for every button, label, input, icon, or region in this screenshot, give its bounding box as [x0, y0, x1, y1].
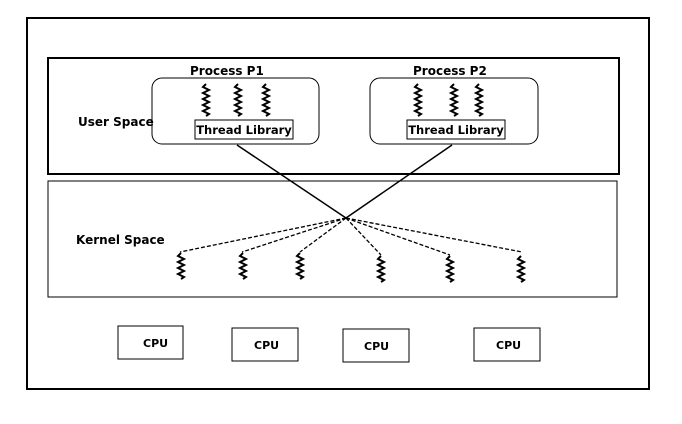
process-p2-box	[369, 77, 539, 145]
thread-library-label: Thread Library	[196, 123, 292, 137]
kernel-thread-icon	[444, 255, 456, 283]
kernel-link	[345, 217, 451, 256]
kernel-link	[241, 217, 347, 253]
mapping-line-p2	[345, 144, 453, 219]
cpu-4: CPU	[473, 327, 541, 362]
process-p1: Process P1 Thread Library	[151, 64, 320, 145]
thread-library-label: Thread Library	[408, 123, 504, 137]
cpu-label: CPU	[254, 339, 279, 352]
cpu-2: CPU	[231, 327, 299, 362]
thread-library-box	[406, 119, 506, 140]
user-thread-icon	[232, 83, 244, 117]
user-space-region	[47, 57, 620, 175]
process-p2-label: Process P2	[413, 64, 487, 78]
cpu-box	[473, 327, 541, 362]
user-thread-icon	[473, 83, 485, 117]
cpu-1: CPU	[117, 325, 184, 360]
kernel-thread-icon	[515, 255, 527, 283]
cpu-box	[117, 325, 184, 360]
cpu-box	[342, 328, 410, 363]
user-thread-icon	[412, 83, 424, 117]
cpu-label: CPU	[496, 339, 521, 352]
process-p2: Process P2 Thread Library	[369, 64, 539, 145]
user-thread-icon	[260, 83, 272, 117]
cpu-box	[231, 327, 299, 362]
cpu-label: CPU	[143, 337, 168, 350]
kernel-thread-icon	[375, 255, 387, 283]
kernel-link	[299, 217, 347, 253]
kernel-thread-icon	[237, 252, 249, 280]
process-p1-box	[151, 77, 320, 145]
kernel-link	[179, 217, 347, 253]
cpu-label: CPU	[364, 340, 389, 353]
user-space-label: User Space	[78, 115, 154, 129]
process-p1-label: Process P1	[190, 64, 264, 78]
user-thread-icon	[200, 83, 212, 117]
kernel-link	[345, 217, 382, 256]
mapping-line-p1	[236, 144, 347, 219]
kernel-link	[345, 217, 523, 253]
kernel-links	[179, 217, 523, 256]
kernel-space-region	[47, 180, 618, 298]
user-thread-icon	[448, 83, 460, 117]
outer-frame	[26, 17, 650, 390]
kernel-space-label: Kernel Space	[76, 233, 165, 247]
kernel-thread-icon	[175, 252, 187, 280]
thread-library-box	[194, 119, 294, 140]
kernel-thread-icon	[294, 252, 306, 280]
cpu-3: CPU	[342, 328, 410, 363]
